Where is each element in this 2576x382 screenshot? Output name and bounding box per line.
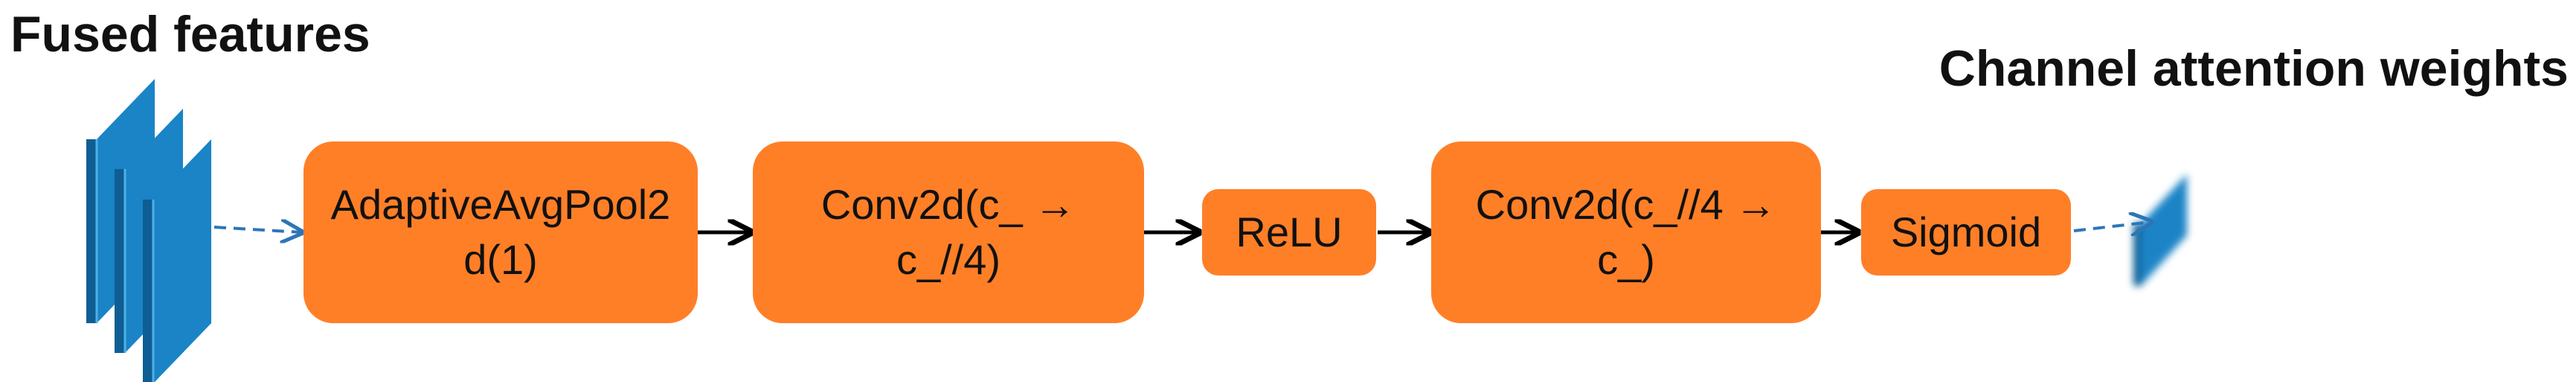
sigmoid-block: Sigmoid	[1861, 189, 2071, 276]
block-label: Sigmoid	[1890, 208, 2042, 256]
block-label-line1: AdaptiveAvgPool2	[330, 181, 671, 229]
block-label: ReLU	[1236, 208, 1343, 256]
channel-attention-weights-icon	[2133, 174, 2187, 286]
dashed-arrow-input	[213, 227, 302, 232]
conv2d-reduce-block: Conv2d(c_ → c_//4)	[753, 141, 1144, 323]
block-label-line1: Conv2d(c_ →	[820, 181, 1076, 229]
input-label: Fused features	[10, 6, 370, 63]
output-label: Channel attention weights	[1939, 40, 2569, 97]
feature-map-sheet-front	[143, 139, 211, 382]
block-label-line2: c_)	[1597, 236, 1655, 283]
fused-feature-maps-icon	[86, 79, 211, 382]
block-label-line2: d(1)	[463, 236, 538, 283]
adaptive-avg-pool-block: AdaptiveAvgPool2 d(1)	[303, 141, 698, 323]
block-label-line2: c_//4)	[896, 236, 1001, 283]
block-label-line1: Conv2d(c_//4 →	[1475, 181, 1777, 229]
relu-block: ReLU	[1202, 189, 1376, 276]
conv2d-expand-block: Conv2d(c_//4 → c_)	[1431, 141, 1821, 323]
dashed-arrow-output	[2073, 222, 2151, 231]
